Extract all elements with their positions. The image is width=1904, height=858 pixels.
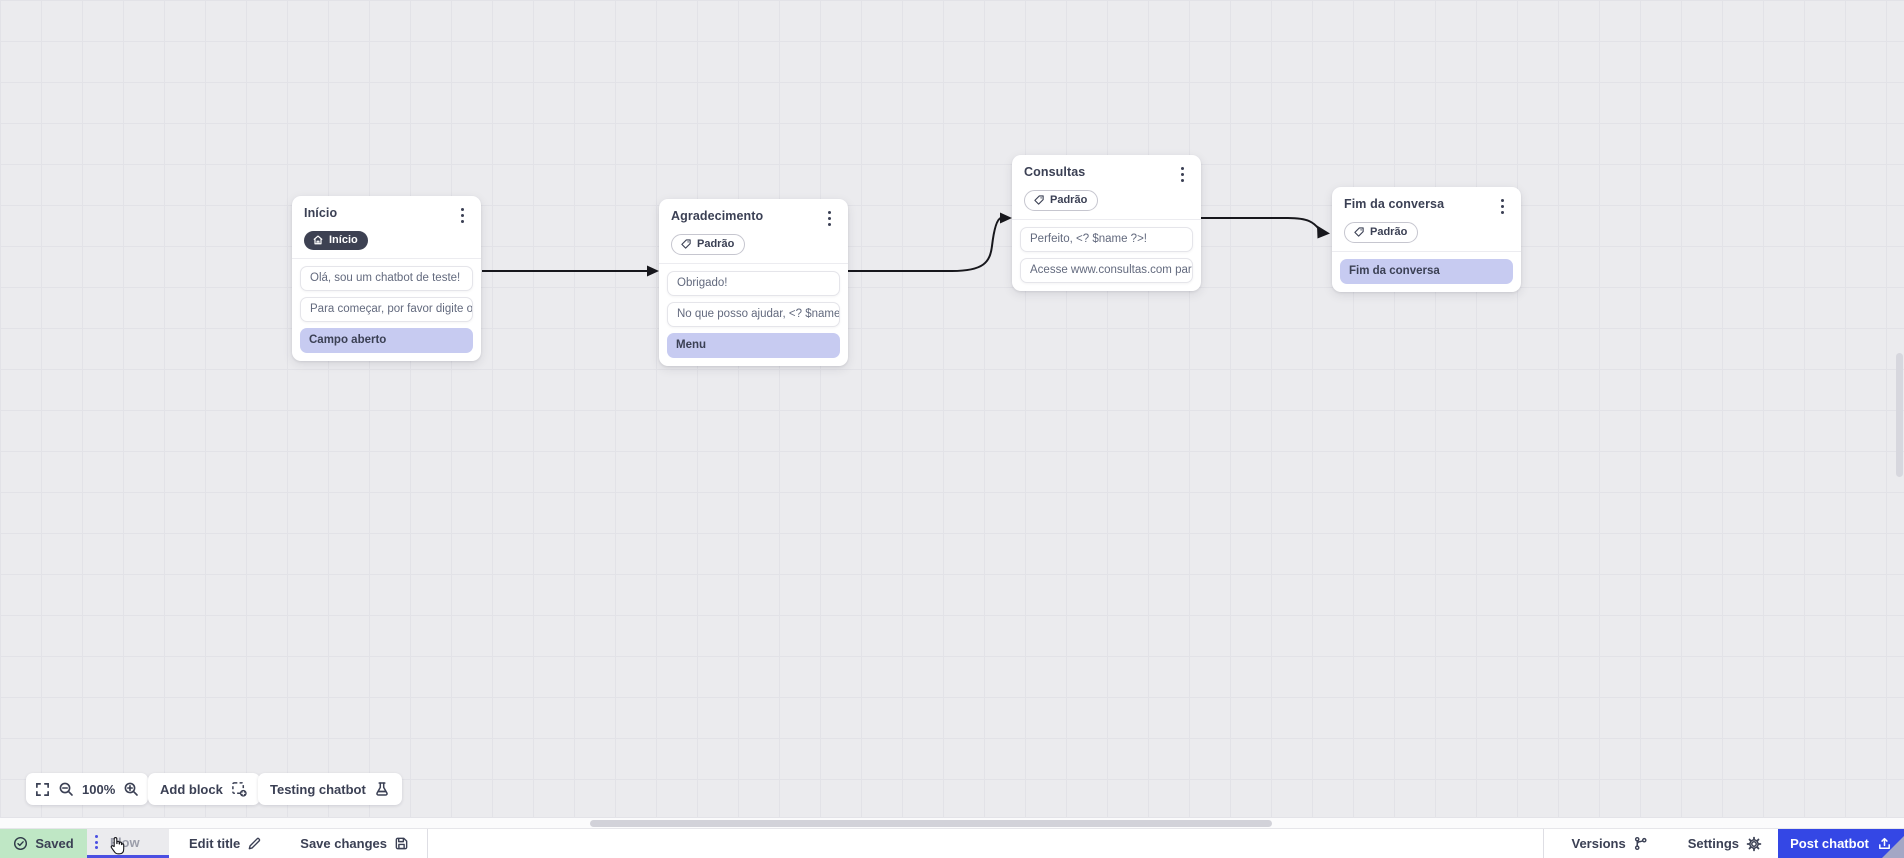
arrowhead: [647, 265, 659, 277]
node-consultas[interactable]: Consultas Padrão Perfeito, <? $name ?>! …: [1012, 155, 1201, 291]
saved-status-badge: Saved: [0, 829, 87, 858]
horizontal-scrollbar: [0, 817, 1904, 828]
statusbar-divider: [1542, 829, 1544, 858]
tag-icon: [1033, 194, 1045, 206]
node-title: Fim da conversa: [1344, 197, 1445, 211]
flask-icon: [374, 781, 390, 797]
flow-canvas[interactable]: Início Início Olá, sou um chatbot de tes…: [0, 0, 1904, 817]
add-block-label: Add block: [160, 781, 223, 797]
kebab-menu-icon[interactable]: [1495, 197, 1509, 215]
badge-label: Padrão: [1370, 226, 1408, 238]
badge-label: Padrão: [697, 238, 735, 250]
node-title: Início: [304, 206, 338, 220]
message-card[interactable]: Perfeito, <? $name ?>!: [1020, 227, 1193, 252]
testing-chatbot-button[interactable]: Testing chatbot: [258, 773, 402, 805]
versions-label: Versions: [1571, 836, 1626, 851]
zoom-out-icon[interactable]: [58, 781, 74, 797]
zoom-in-icon[interactable]: [123, 781, 139, 797]
testing-chatbot-label: Testing chatbot: [270, 781, 366, 797]
node-header: Fim da conversa Padrão: [1332, 187, 1521, 251]
message-card[interactable]: Obrigado!: [667, 271, 840, 296]
node-header: Agradecimento Padrão: [659, 199, 848, 263]
arrowhead: [1000, 212, 1012, 224]
save-changes-button[interactable]: Save changes: [300, 829, 409, 858]
horizontal-scrollbar-thumb[interactable]: [590, 820, 1272, 827]
add-block-icon: [231, 781, 248, 798]
node-body: Perfeito, <? $name ?>! Acesse www.consul…: [1012, 219, 1201, 291]
node-badge: Padrão: [1344, 222, 1419, 243]
badge-label: Início: [329, 234, 358, 246]
menu-block[interactable]: Menu: [667, 333, 840, 358]
gear-icon: [1746, 836, 1762, 852]
vertical-scrollbar-thumb[interactable]: [1896, 353, 1903, 477]
kebab-menu-icon[interactable]: [455, 206, 469, 224]
zoom-level: 100%: [82, 781, 116, 797]
message-card[interactable]: Olá, sou um chatbot de teste!: [300, 266, 473, 291]
zoom-toolbar: 100%: [26, 773, 149, 805]
pencil-icon: [247, 836, 262, 851]
end-block[interactable]: Fim da conversa: [1340, 259, 1513, 284]
drag-handle-icon[interactable]: [95, 835, 98, 849]
settings-button[interactable]: Settings: [1688, 829, 1762, 858]
connection-wires: [482, 212, 1330, 277]
save-changes-label: Save changes: [300, 836, 387, 851]
check-circle-icon: [13, 836, 28, 851]
node-badge: Início: [304, 231, 368, 250]
node-title: Agradecimento: [671, 209, 764, 223]
wire-agradecimento-consultas: [847, 217, 1002, 272]
tag-icon: [680, 238, 692, 250]
input-block[interactable]: Campo aberto: [300, 328, 473, 353]
message-card[interactable]: No que posso ajudar, <? $name ...: [667, 302, 840, 327]
statusbar-divider: [427, 829, 428, 858]
fullscreen-icon[interactable]: [35, 782, 50, 797]
git-branch-icon: [1633, 836, 1648, 851]
kebab-menu-icon[interactable]: [822, 209, 836, 227]
node-body: Olá, sou um chatbot de teste! Para começ…: [292, 258, 481, 361]
save-icon: [394, 836, 409, 851]
message-card[interactable]: Acesse www.consultas.com par...: [1020, 258, 1193, 283]
arrowhead: [1317, 225, 1330, 239]
node-agradecimento[interactable]: Agradecimento Padrão Obrigado! No que po…: [659, 199, 848, 366]
node-body: Obrigado! No que posso ajudar, <? $name …: [659, 263, 848, 366]
kebab-menu-icon[interactable]: [1175, 165, 1189, 183]
node-body: Fim da conversa: [1332, 251, 1521, 292]
badge-label: Padrão: [1050, 194, 1088, 206]
message-card[interactable]: Para começar, por favor digite o ...: [300, 297, 473, 322]
node-badge: Padrão: [1024, 190, 1099, 211]
statusbar-spacer: [428, 829, 1543, 858]
node-inicio[interactable]: Início Início Olá, sou um chatbot de tes…: [292, 196, 481, 361]
edit-title-label: Edit title: [189, 836, 241, 851]
settings-label: Settings: [1687, 836, 1739, 851]
node-header: Início Início: [292, 196, 481, 258]
tag-icon: [1353, 226, 1365, 238]
node-badge: Padrão: [671, 234, 746, 255]
add-block-button[interactable]: Add block: [148, 773, 260, 805]
status-bar: Saved Flow Edit title Save changes: [0, 828, 1904, 858]
home-icon: [312, 234, 324, 246]
wire-consultas-fim: [1201, 217, 1320, 230]
edit-title-button[interactable]: Edit title: [189, 829, 262, 858]
node-title: Consultas: [1024, 165, 1086, 179]
node-fim-da-conversa[interactable]: Fim da conversa Padrão Fim da conversa: [1332, 187, 1521, 292]
mouse-cursor-hand: [108, 836, 128, 858]
versions-button[interactable]: Versions: [1572, 829, 1648, 858]
screen-corner-artifact: [1882, 836, 1904, 858]
post-chatbot-label: Post chatbot: [1790, 836, 1869, 851]
node-header: Consultas Padrão: [1012, 155, 1201, 219]
tab-flow[interactable]: Flow: [87, 829, 169, 858]
saved-label: Saved: [35, 836, 74, 851]
